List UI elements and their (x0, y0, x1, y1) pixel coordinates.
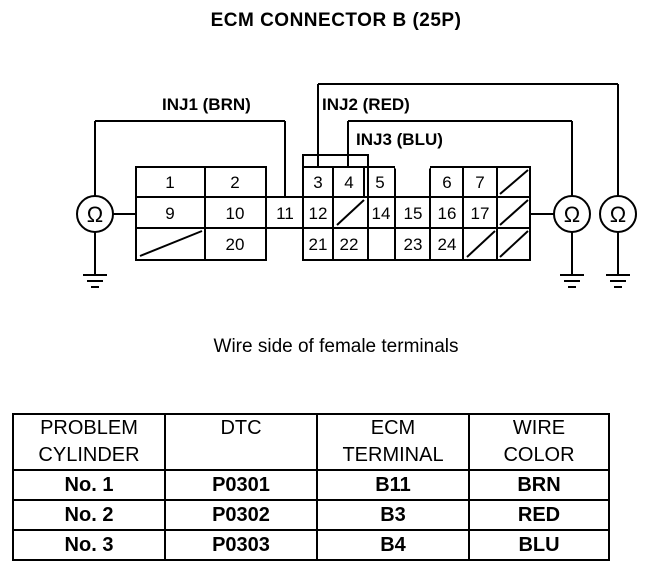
table-cell: B11 (316, 469, 470, 501)
terminal-number: 24 (438, 235, 457, 254)
terminal-number: 15 (404, 204, 423, 223)
terminal-number: 20 (226, 235, 245, 254)
terminal-number: 4 (344, 173, 353, 192)
terminal-number: 21 (309, 235, 328, 254)
table-header: ECM TERMINAL (316, 413, 470, 471)
table-cell: BLU (468, 529, 610, 561)
connector-diagram: INJ1 (BRN) INJ2 (RED) INJ3 (BLU) Ω Ω Ω 1… (76, 83, 637, 288)
ohmmeter-icon: Ω (87, 202, 103, 227)
table-row: No. 1 P0301 B11 BRN (12, 469, 610, 501)
terminal-number: 17 (471, 204, 490, 223)
table-header-row: PROBLEM CYLINDER DTC ECM TERMINAL WIRE C… (12, 413, 610, 471)
diagram-subtitle: Wire side of female terminals (213, 336, 459, 357)
diagram-title: ECM CONNECTOR B (25P) (210, 10, 462, 31)
terminal-number: 10 (226, 204, 245, 223)
terminal-number: 3 (313, 173, 322, 192)
ohmmeter-icon: Ω (564, 202, 580, 227)
table-cell: P0303 (164, 529, 318, 561)
terminal-number: 1 (165, 173, 174, 192)
terminal-number: 11 (276, 204, 294, 223)
table-cell: RED (468, 499, 610, 531)
table-cell: B3 (316, 499, 470, 531)
table-row: No. 2 P0302 B3 RED (12, 499, 610, 531)
terminal-number: 5 (375, 173, 384, 192)
terminal-number: 23 (404, 235, 423, 254)
table-cell: P0302 (164, 499, 318, 531)
table-cell: BRN (468, 469, 610, 501)
terminal-number: 22 (340, 235, 359, 254)
terminal-number: 7 (475, 173, 484, 192)
connector-left-block (135, 166, 267, 261)
table-cell: No. 3 (12, 529, 166, 561)
table-header: PROBLEM CYLINDER (12, 413, 166, 471)
inj2-label: INJ2 (RED) (322, 95, 410, 114)
table-row: No. 3 P0303 B4 BLU (12, 529, 610, 561)
terminal-number: 6 (442, 173, 451, 192)
ohmmeter-icon: Ω (610, 202, 626, 227)
table-header: DTC (164, 413, 318, 471)
terminal-number: 16 (438, 204, 457, 223)
terminal-number: 9 (165, 204, 174, 223)
table-cell: No. 2 (12, 499, 166, 531)
table-cell: P0301 (164, 469, 318, 501)
terminal-number: 12 (309, 204, 328, 223)
table-cell: B4 (316, 529, 470, 561)
dtc-table: PROBLEM CYLINDER DTC ECM TERMINAL WIRE C… (12, 413, 610, 561)
inj3-label: INJ3 (BLU) (356, 130, 443, 149)
table-cell: No. 1 (12, 469, 166, 501)
terminal-number: 14 (372, 204, 391, 223)
table-header: WIRE COLOR (468, 413, 610, 471)
terminal-number: 2 (230, 173, 239, 192)
inj1-label: INJ1 (BRN) (162, 95, 251, 114)
